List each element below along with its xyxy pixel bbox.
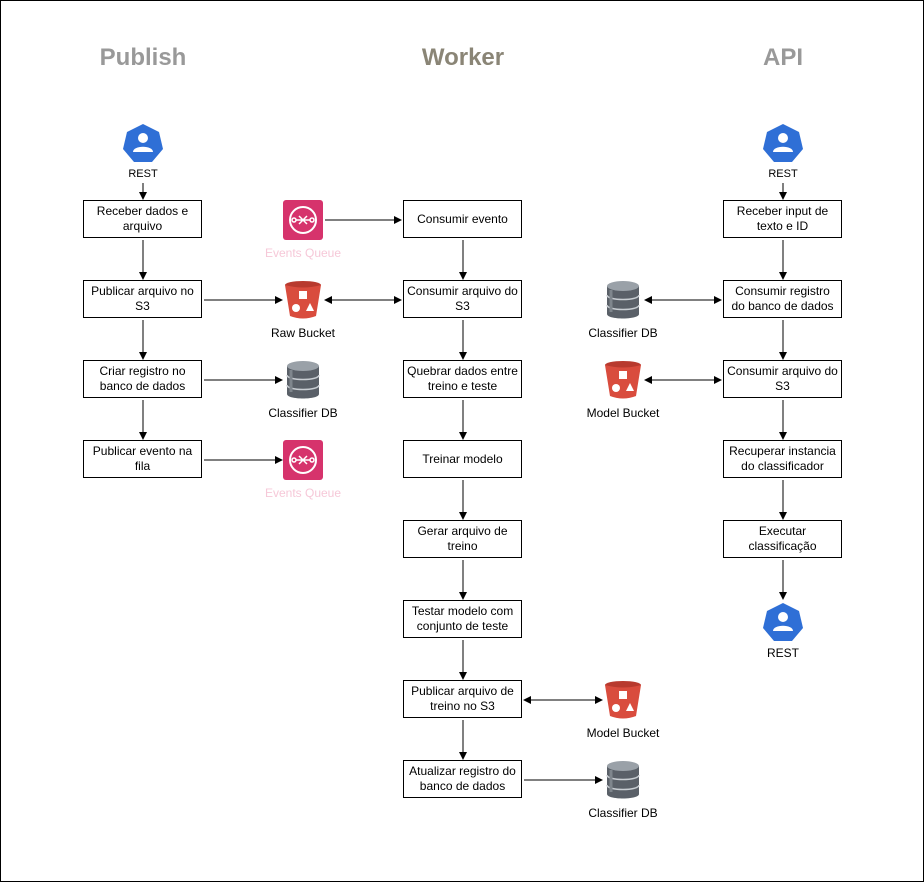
api-step-classify: Executar classificação: [723, 520, 842, 558]
s3-bucket-icon: [285, 281, 321, 319]
s3-bucket-icon: [605, 681, 641, 719]
rest-label: REST: [128, 168, 158, 180]
s3-bucket-icon: [605, 361, 641, 399]
api-step-consume-record: Consumir registro do banco de dados: [723, 280, 842, 318]
classifier-db-label: Classifier DB: [588, 326, 658, 340]
worker-step-consume-event: Consumir evento: [403, 200, 522, 238]
api-step-consume-s3: Consumir arquivo do S3: [723, 360, 842, 398]
api-title: API: [762, 44, 803, 71]
sqs-queue-icon: [283, 440, 323, 480]
worker-step-update-record: Atualizar registro do banco de dados: [403, 760, 522, 798]
events-queue-label: Events Queue: [264, 246, 342, 260]
sqs-queue-icon: [283, 200, 323, 240]
classifier-db-label: Classifier DB: [588, 806, 658, 820]
raw-bucket-label: Raw Bucket: [270, 326, 336, 340]
worker-step-test-model: Testar modelo com conjunto de teste: [403, 600, 522, 638]
publish-step-upload-s3: Publicar arquivo no S3: [83, 280, 202, 318]
rest-icon: [123, 124, 163, 162]
model-bucket-label: Model Bucket: [586, 726, 660, 740]
classifier-db-label: Classifier DB: [268, 406, 338, 420]
model-bucket-label: Model Bucket: [586, 406, 660, 420]
publish-step-create-record: Criar registro no banco de dados: [83, 360, 202, 398]
api-step-receive-input: Receber input de texto e ID: [723, 200, 842, 238]
publish-connectors: [139, 183, 283, 464]
publish-step-publish-event: Publicar evento na fila: [83, 440, 202, 478]
worker-step-split-data: Quebrar dados entre treino e teste: [403, 360, 522, 398]
database-icon: [605, 280, 641, 320]
worker-step-train-model: Treinar modelo: [403, 440, 522, 478]
rest-label: REST: [768, 168, 798, 180]
worker-connectors: [324, 216, 603, 784]
database-icon: [605, 760, 641, 800]
worker-title: Worker: [421, 44, 505, 71]
rest-icon: [763, 603, 803, 641]
database-icon: [285, 360, 321, 400]
rest-icon: [763, 124, 803, 162]
worker-step-publish-file: Publicar arquivo de treino no S3: [403, 680, 522, 718]
publish-step-receive: Receber dados e arquivo: [83, 200, 202, 238]
api-step-recover-classifier: Recuperar instancia do classificador: [723, 440, 842, 478]
api-connectors: [644, 183, 787, 600]
rest-label: REST: [766, 646, 799, 660]
worker-step-consume-s3: Consumir arquivo do S3: [403, 280, 522, 318]
publish-title: Publish: [99, 44, 187, 71]
events-queue-label: Events Queue: [264, 486, 342, 500]
worker-step-generate-file: Gerar arquivo de treino: [403, 520, 522, 558]
